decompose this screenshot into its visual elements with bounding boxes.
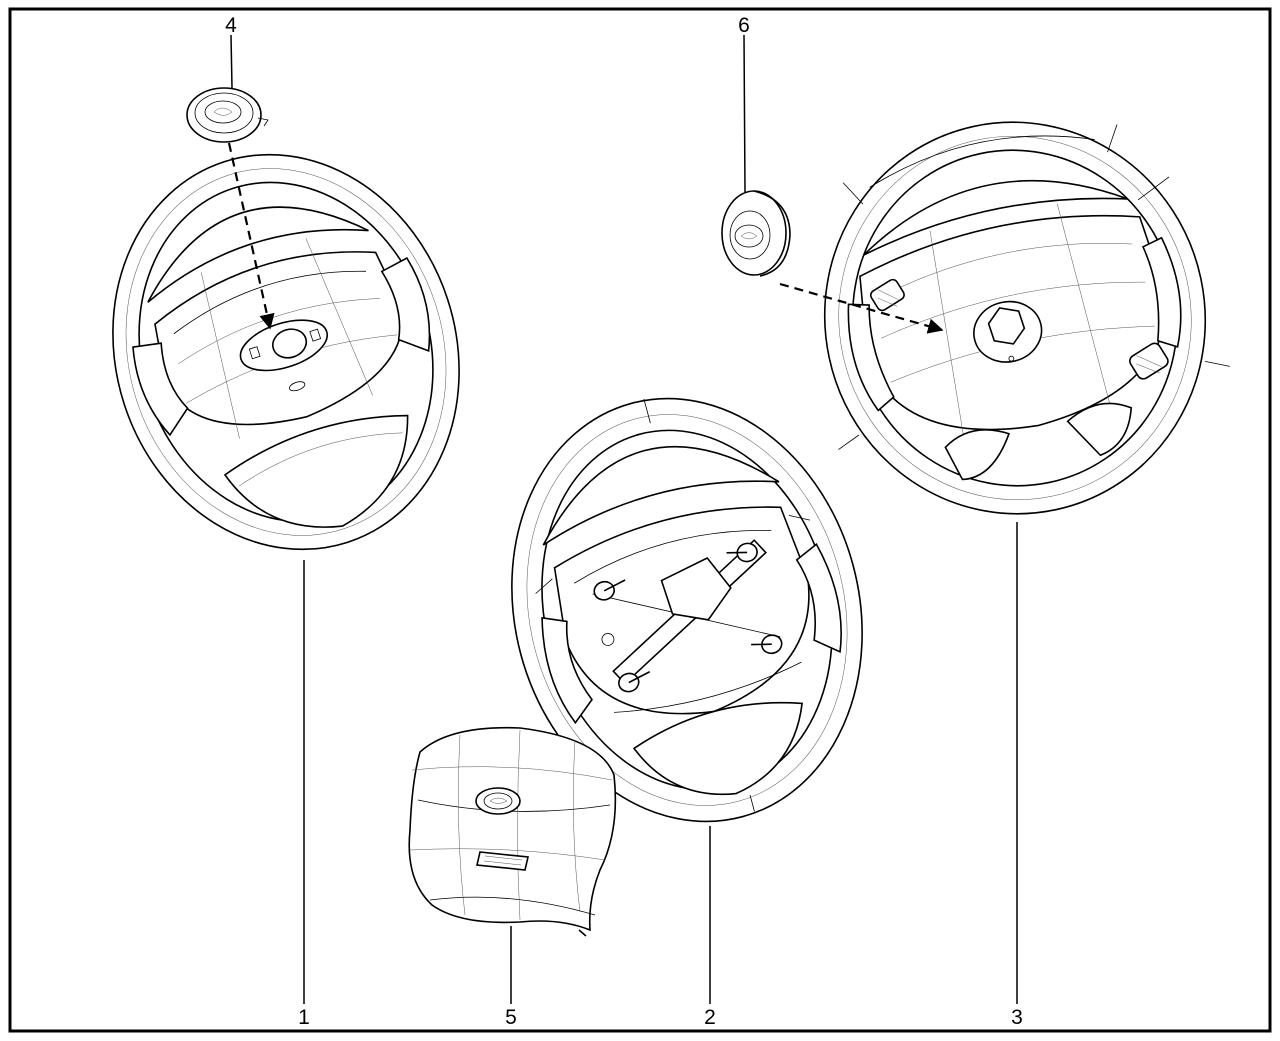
callout-6: 6 — [738, 14, 750, 37]
callout-3: 3 — [1011, 1006, 1023, 1029]
leader-line-6 — [743, 34, 746, 193]
callout-1: 1 — [298, 1006, 310, 1029]
assembly-arrow-4-to-1 — [227, 142, 275, 330]
callout-5: 5 — [505, 1006, 517, 1029]
steering-wheel-1 — [112, 153, 460, 551]
steering-wheel-2 — [511, 397, 863, 823]
assembly-arrow-6-to-3 — [779, 282, 944, 334]
callout-4: 4 — [225, 14, 237, 37]
drawing-frame — [8, 7, 1272, 1033]
lada-emblem-icon — [475, 787, 521, 815]
emblem-part-6 — [721, 190, 791, 277]
callout-2: 2 — [704, 1006, 716, 1029]
airbag-module-5 — [408, 726, 617, 937]
leader-line-4 — [230, 34, 233, 89]
emblem-part-4 — [186, 87, 269, 143]
steering-wheel-3 — [823, 121, 1230, 515]
lada-emblem-icon — [734, 224, 764, 248]
lada-emblem-icon — [204, 100, 242, 124]
